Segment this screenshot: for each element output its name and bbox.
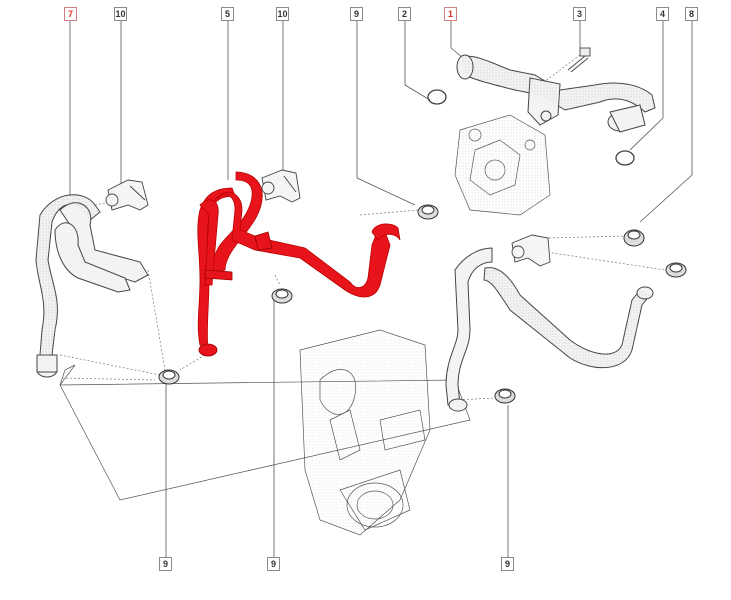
callout-9-bottom-mid: 9 [267,557,280,571]
callout-10-left: 10 [114,7,127,21]
bracket-10-mid[interactable] [261,169,301,203]
o-ring-4[interactable] [615,150,635,166]
callout-3: 3 [573,7,586,21]
engine-block-texture [300,115,550,535]
clamp-9-b[interactable] [158,369,180,385]
callout-7: 7 [64,7,77,21]
clamp-9-c[interactable] [271,288,293,304]
clamp-8[interactable] [623,229,645,247]
callout-9-top: 9 [350,7,363,21]
callout-2: 2 [398,7,411,21]
hose-assembly-5-highlighted[interactable] [197,171,401,357]
leader-lines [69,20,693,558]
callout-4: 4 [656,7,669,21]
bolt-3[interactable] [567,47,591,73]
bracket-10-left[interactable] [105,179,149,211]
hose-7-texture [36,194,100,355]
clamp-9-e[interactable] [665,262,687,278]
o-ring-2[interactable] [427,89,447,105]
clamp-9-a[interactable] [417,204,439,220]
callout-8: 8 [685,7,698,21]
callout-10-mid: 10 [276,7,289,21]
callout-5: 5 [221,7,234,21]
callout-9-bottom-left: 9 [159,557,172,571]
hose-right-texture [484,267,650,368]
callout-1: 1 [444,7,457,21]
bracket-8[interactable] [511,234,551,267]
clamp-9-d[interactable] [494,388,516,404]
callout-9-bottom-right: 9 [501,557,514,571]
pipe-1-texture [462,56,655,112]
